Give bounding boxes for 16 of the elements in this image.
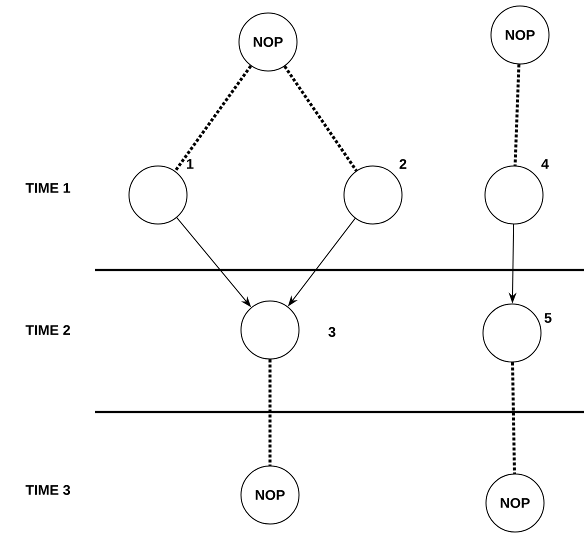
node-number: 2 <box>400 159 406 169</box>
time-label: TIME 1 <box>26 183 70 193</box>
dotted-connector <box>174 65 252 172</box>
time-label: TIME 3 <box>26 485 70 495</box>
node-number: 4 <box>541 159 549 169</box>
dotted-connector <box>283 65 358 172</box>
empty-circle <box>128 166 188 224</box>
empty-circle <box>482 304 542 362</box>
node-number: 1 <box>187 159 194 169</box>
node-number: 3 <box>328 327 336 337</box>
dotted-connector <box>268 359 272 466</box>
node-number: 5 <box>544 313 552 323</box>
time-label: TIME 2 <box>26 325 70 335</box>
empty-circle <box>240 300 300 360</box>
dotted-connector <box>514 64 520 166</box>
dotted-connector <box>511 362 516 474</box>
